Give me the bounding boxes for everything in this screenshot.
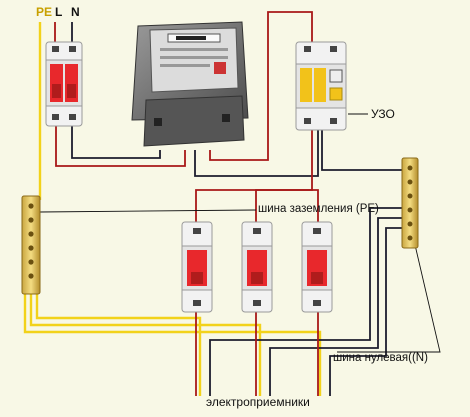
- pe-label: PE: [36, 5, 53, 19]
- neutral-wires: [71, 22, 409, 396]
- branch-breaker-3: [301, 221, 333, 313]
- l-label: L: [55, 5, 63, 19]
- electric-meter: [131, 21, 249, 147]
- rcd-label: УЗО: [371, 107, 395, 121]
- n-label: N: [71, 5, 80, 19]
- branch-breaker-1: [181, 221, 213, 313]
- rcd: [295, 41, 347, 131]
- loads-label: электроприемники: [206, 395, 310, 409]
- label-pointers: [39, 113, 441, 353]
- ground-bus-label: шина заземления (PE): [258, 203, 379, 215]
- ground-bus: [21, 195, 41, 295]
- neutral-bus-label: шина нулевая((N): [333, 352, 428, 364]
- branch-breaker-2: [241, 221, 273, 313]
- phase-wires: [54, 11, 319, 396]
- neutral-bus: [401, 157, 419, 249]
- main-breaker: [45, 41, 83, 127]
